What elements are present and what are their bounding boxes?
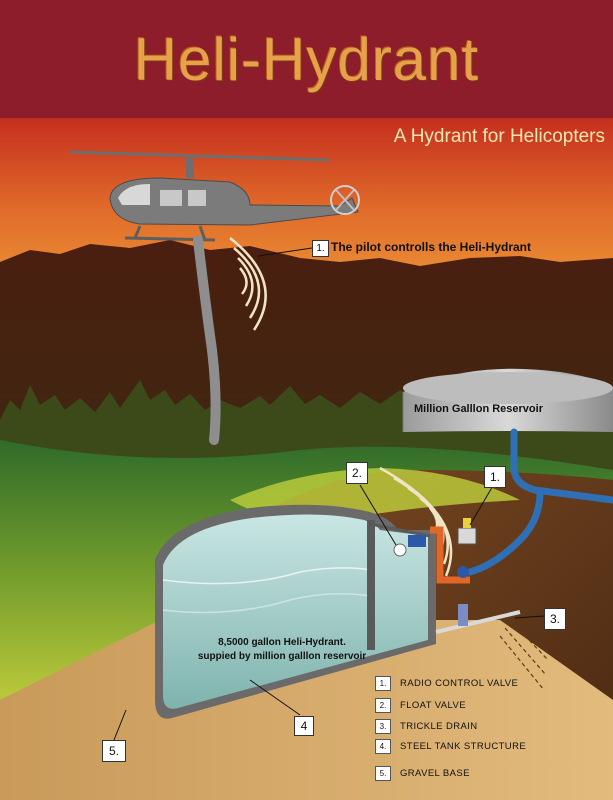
- title-banner: [0, 0, 613, 118]
- float-valve: [393, 543, 407, 557]
- reservoir-label: Million Galllon Reservoir: [414, 403, 543, 415]
- legend-number: 2.: [375, 698, 391, 713]
- tank-label-line1: 8,5000 gallon Heli-Hydrant.: [218, 637, 346, 648]
- callout-number-float-valve: 2.: [346, 462, 368, 484]
- legend-number: 5.: [375, 766, 391, 781]
- callout-number-gravel: 5.: [102, 740, 126, 762]
- legend-text: GRAVEL BASE: [400, 768, 470, 779]
- legend-number: 3.: [375, 719, 391, 734]
- callout-number-trickle-drain: 3.: [544, 608, 566, 630]
- legend-text: STEEL TANK STRUCTURE: [400, 741, 527, 752]
- steel-tank: [155, 504, 436, 719]
- legend-item: 2. FLOAT VALVE: [375, 698, 466, 713]
- supply-pipe: [466, 428, 613, 576]
- tank-label: 8,5000 gallon Heli-Hydrant. suppied by m…: [182, 636, 382, 664]
- legend-text: TRICKLE DRAIN: [400, 721, 478, 732]
- legend-item: 1. RADIO CONTROL VALVE: [375, 676, 518, 691]
- valve-pipe: [430, 526, 470, 584]
- callout-number-radio-valve: 1.: [484, 466, 506, 488]
- legend-item: 4. STEEL TANK STRUCTURE: [375, 739, 526, 754]
- drain-flow-lines: [499, 619, 549, 691]
- valve-antenna: [463, 518, 471, 528]
- legend-text: FLOAT VALVE: [400, 700, 466, 711]
- tank-label-line2: suppied by million galllon reservoir: [197, 651, 367, 662]
- legend-item: 5. GRAVEL BASE: [375, 766, 470, 781]
- drain-valve: [458, 604, 468, 626]
- valve-joint: [457, 566, 469, 578]
- legend-number: 1.: [375, 676, 391, 691]
- page-title: Heli-Hydrant: [133, 25, 480, 93]
- legend-item: 3. TRICKLE DRAIN: [375, 719, 478, 734]
- gravel-base: [0, 620, 613, 800]
- helicopter: [69, 150, 360, 242]
- callout-number-tank: 4: [294, 716, 314, 736]
- leader-lines: [113, 247, 545, 741]
- callout-number-pilot: 1.: [312, 240, 329, 257]
- float-valve-housing: [408, 535, 426, 547]
- legend-number: 4.: [375, 739, 391, 754]
- million-gallon-reservoir: [402, 368, 613, 432]
- trickle-drain-pipe: [435, 610, 521, 634]
- legend-text: RADIO CONTROL VALVE: [400, 678, 519, 689]
- callout-pilot-text: The pilot controlls the Heli-Hydrant: [331, 240, 532, 254]
- radio-waves-helicopter: [229, 237, 267, 331]
- page-subtitle: A Hydrant for Helicopters: [393, 126, 605, 147]
- helicopter-hose: [193, 235, 221, 445]
- radio-control-valve: [457, 527, 477, 545]
